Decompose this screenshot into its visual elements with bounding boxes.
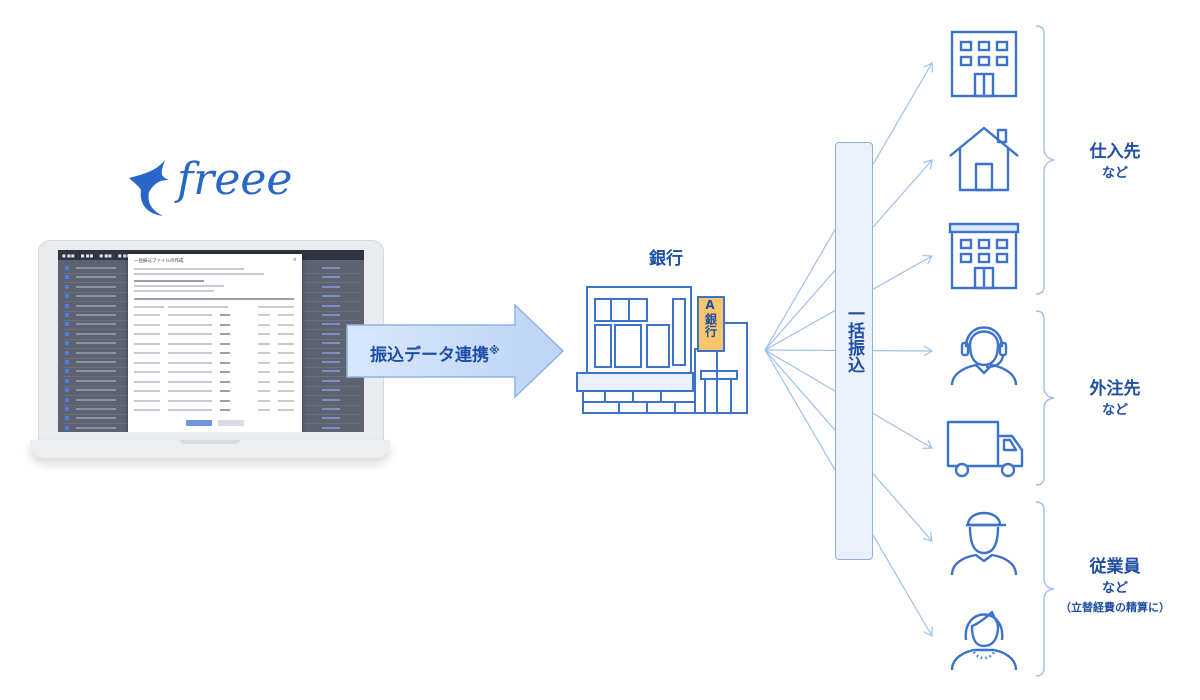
fan-line [764, 309, 837, 351]
transfer-line [872, 62, 933, 165]
woman-person-icon [950, 610, 1018, 670]
worker-cap-person-icon [950, 511, 1018, 575]
group-label-suppliers: 仕入先 など [1089, 142, 1141, 181]
swallow-bird-icon [129, 160, 169, 216]
freee-logo: freee [125, 152, 305, 222]
fan-line [764, 227, 837, 351]
office-building-icon [950, 30, 1018, 98]
group-brace-employees [1035, 501, 1055, 677]
bank-building-icon [576, 286, 748, 414]
modal-cancel-button [218, 420, 244, 426]
transfer-line [872, 412, 933, 449]
bulk-transfer-label: 一括振込 [844, 305, 864, 373]
arrow-head [923, 626, 933, 637]
arrow-head [922, 439, 933, 449]
table-row [62, 424, 360, 432]
house-icon [949, 126, 1019, 192]
fan-line [764, 349, 837, 472]
data-link-arrow [346, 303, 565, 399]
laptop-app-screen: ■ ■■ ■ ■■ ■ ■■ ■ ■■ ■ ■■■ ■ ■■ ■ ■■ ■ ■■… [30, 240, 390, 465]
group-brace-suppliers [1035, 25, 1055, 295]
transfer-line [872, 255, 933, 290]
modal-primary-button [186, 420, 212, 426]
fan-line [764, 268, 837, 351]
bulk-transfer-modal: 一括振込ファイルの作成 × [128, 254, 302, 432]
arrow-head [922, 254, 933, 265]
logo-wordmark: freee [177, 154, 293, 205]
group-label-contractors: 外注先 など [1089, 379, 1141, 418]
transfer-line [872, 534, 933, 637]
transfer-line [872, 159, 933, 228]
delivery-truck-icon [946, 420, 1024, 478]
group-brace-contractors [1035, 310, 1055, 486]
arrow-head [923, 345, 934, 357]
bank-sign-text: 銀行 [703, 313, 718, 337]
arrow-head [923, 62, 933, 73]
data-link-label: 振込データ連携※ [370, 344, 500, 366]
group-label-employees: 従業員 など （立替経費の精算に） [1060, 557, 1170, 614]
laptop-base [30, 440, 390, 458]
transfer-line [872, 473, 933, 542]
arrow-head [922, 531, 933, 542]
close-icon: × [292, 257, 297, 263]
laptop-lid: ■ ■■ ■ ■■ ■ ■■ ■ ■■ ■ ■■■ ■ ■■ ■ ■■ ■ ■■… [38, 240, 384, 442]
bank-sign-letter: A [705, 298, 715, 312]
operator-headset-icon [950, 326, 1018, 385]
footnote-mark: ※ [489, 344, 500, 357]
bank-sign: A 銀行 [697, 298, 723, 341]
fan-line [764, 349, 837, 393]
bank-label: 銀行 [649, 249, 683, 269]
store-building-icon [948, 222, 1020, 290]
laptop-screen: ■ ■■ ■ ■■ ■ ■■ ■ ■■ ■ ■■■ ■ ■■ ■ ■■ ■ ■■… [58, 250, 364, 432]
arrow-head [922, 159, 933, 170]
bulk-transfer-bar [835, 142, 873, 560]
modal-title: 一括振込ファイルの作成 [134, 259, 184, 264]
fan-line [764, 349, 837, 432]
